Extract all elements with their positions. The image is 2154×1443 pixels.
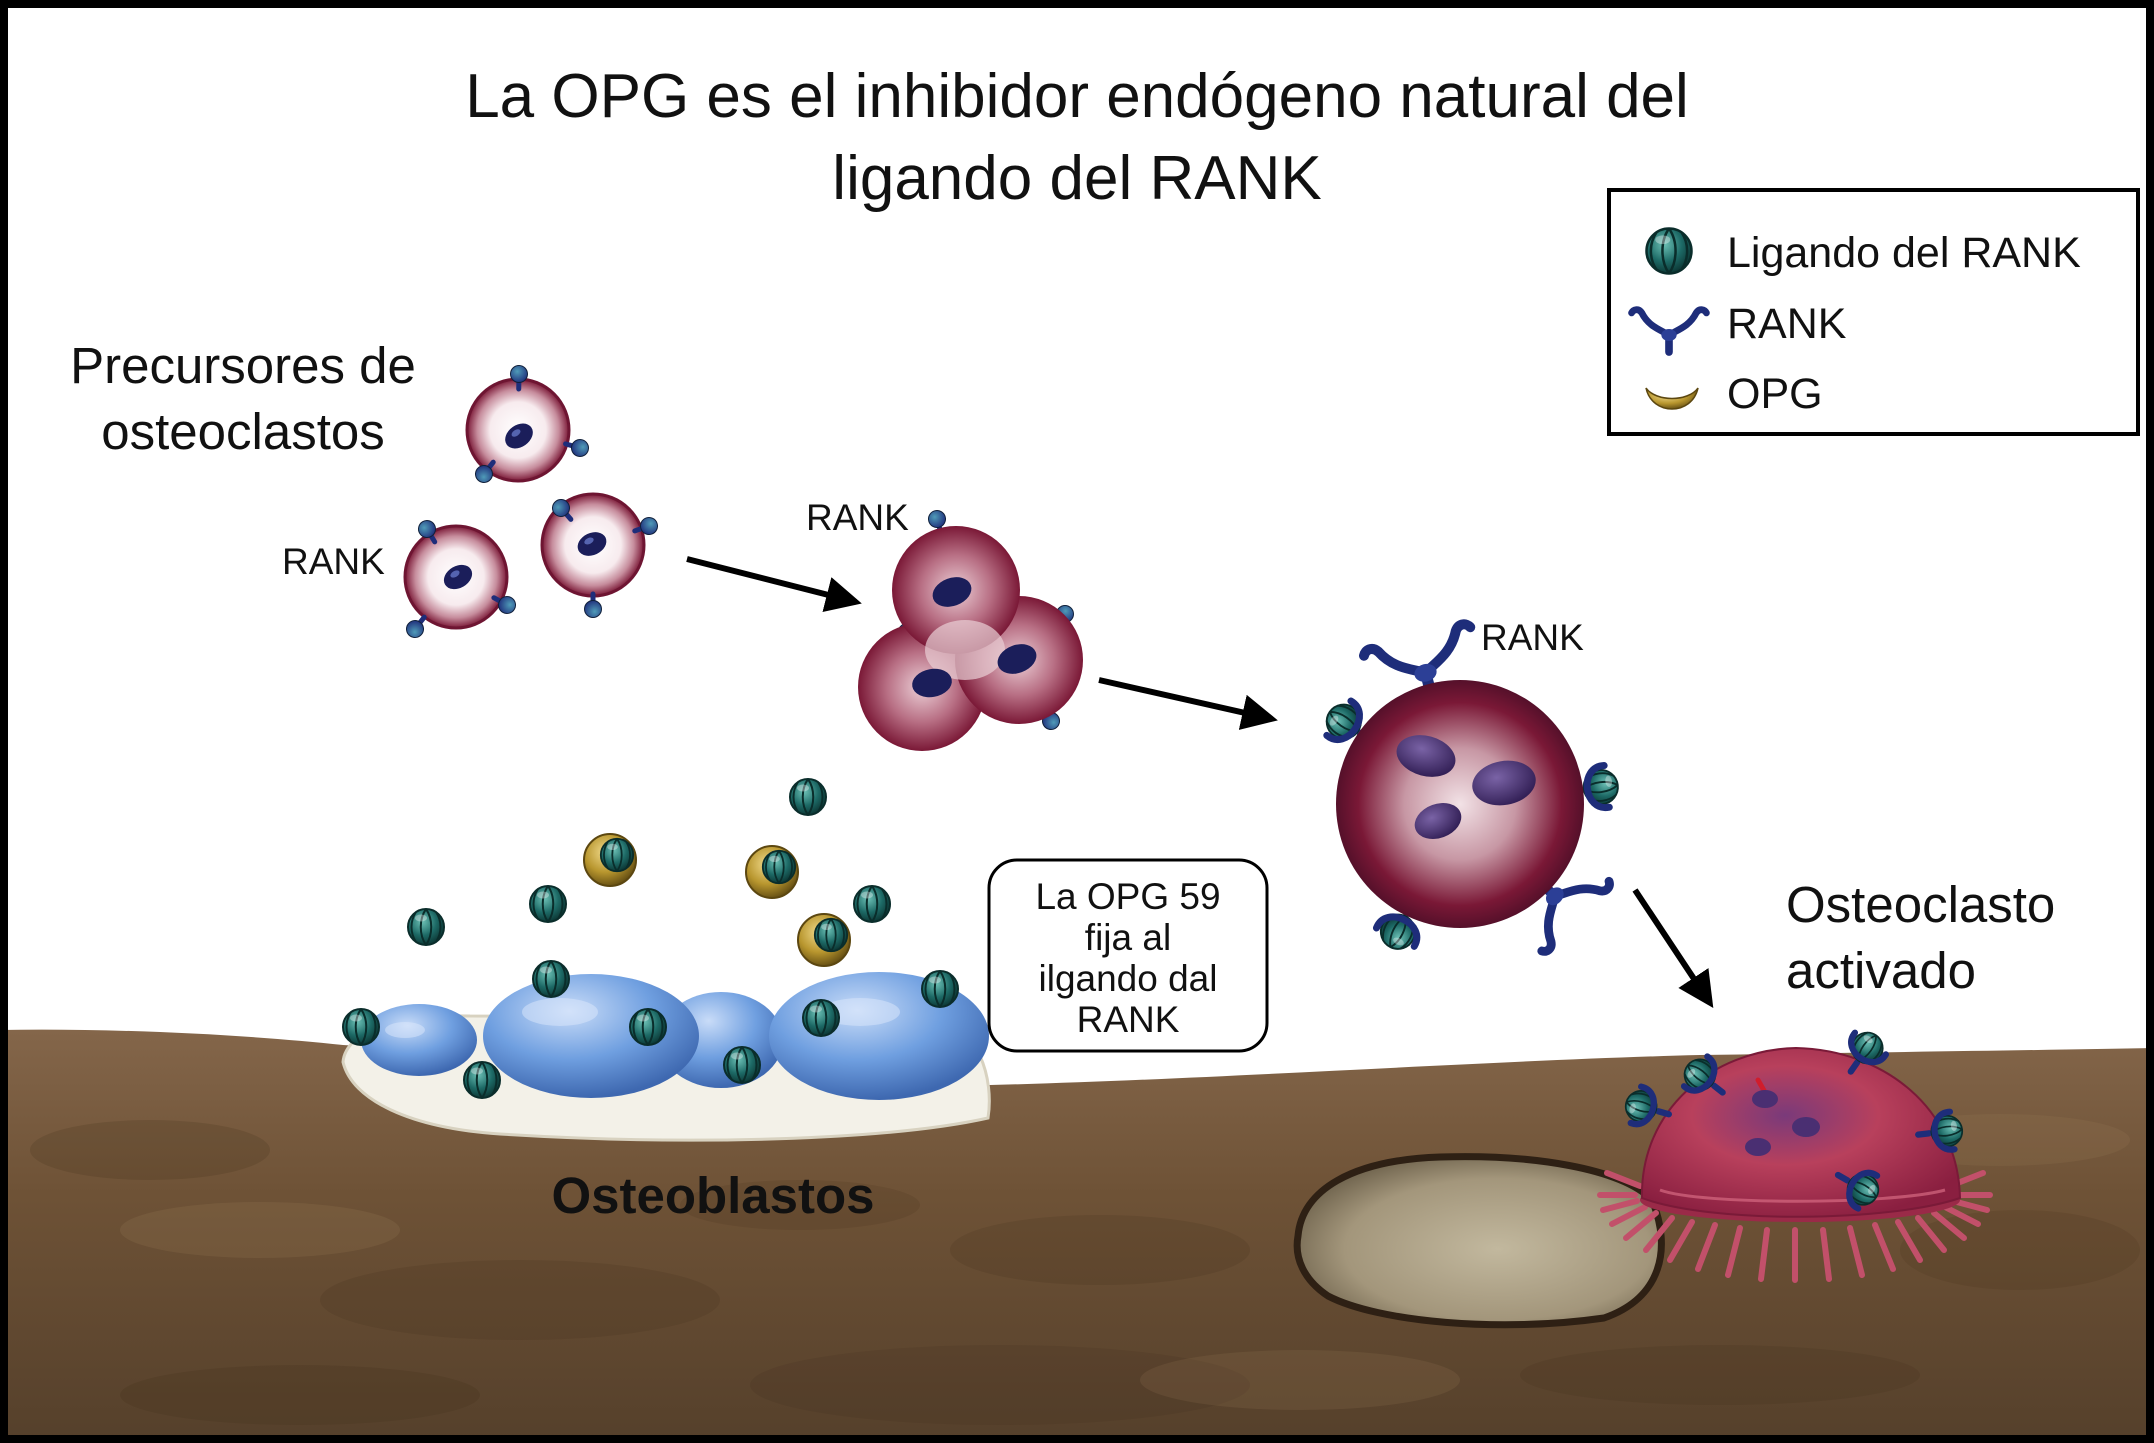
opg-icon — [1645, 387, 1699, 410]
precursors-label-line-2: osteoclastos — [101, 403, 385, 460]
activated-osteoclast-label-line-1: Osteoclasto — [1786, 876, 2055, 933]
precursor-cell — [465, 365, 591, 486]
ligand — [629, 1008, 667, 1046]
ligand — [463, 1061, 501, 1099]
callout-box — [987, 858, 1269, 1053]
osteoclast-fringe — [1597, 1170, 1993, 1283]
callout: La OPG 59 fija al ilgando dal RANK — [987, 858, 1269, 1053]
nucleus — [505, 423, 533, 449]
legend: Ligando del RANK RANK OPG — [1607, 188, 2140, 436]
nucleus — [1396, 735, 1456, 777]
ligand — [723, 1046, 761, 1084]
activated-osteoclast — [1597, 1025, 1993, 1283]
precursor-cell — [540, 492, 660, 618]
nucleus — [443, 564, 473, 590]
opg-complex — [584, 834, 636, 886]
nucleus — [1472, 760, 1536, 806]
ligand — [802, 999, 840, 1037]
fusing-cell-cluster — [858, 508, 1083, 751]
title-line-1: La OPG es el inhibidor endógeno natural … — [465, 62, 1689, 131]
opg-complex — [798, 914, 850, 966]
nucleus — [1792, 1117, 1820, 1137]
legend-label-rank: RANK — [1727, 300, 1847, 348]
nucleus — [1414, 803, 1462, 839]
title-line-2: ligando del RANK — [832, 144, 1321, 213]
legend-label-opg: OPG — [1727, 370, 1823, 418]
activated-osteoclast-label-line-2: activado — [1786, 942, 1976, 999]
ligand — [407, 908, 445, 946]
arrow-fusion-to-mature — [1098, 677, 1278, 730]
ligand — [789, 778, 827, 816]
ligand — [853, 885, 891, 923]
ligand — [532, 960, 570, 998]
fusing-cell-rank-label: RANK — [806, 497, 909, 538]
mature-osteoclast — [1318, 623, 1621, 957]
precursor-cell — [403, 517, 518, 641]
precursors-rank-label: RANK — [282, 541, 385, 582]
nucleus — [1745, 1138, 1771, 1156]
callout-line-3: ilgando dal — [1039, 958, 1218, 999]
mature-cell-rank-label: RANK — [1481, 617, 1584, 658]
legend-label-ligand: Ligando del RANK — [1727, 229, 2081, 277]
arrow-precursors-to-fusion — [686, 556, 862, 613]
ligand — [342, 1008, 380, 1046]
osteoblast-cell — [483, 974, 699, 1098]
nucleus — [912, 668, 952, 698]
resorption-pit — [1293, 1153, 1665, 1329]
osteoblast-cell — [361, 1004, 477, 1076]
ligand — [529, 885, 567, 923]
arrow-mature-to-activated — [1632, 888, 1714, 1008]
ligand-icon — [1645, 227, 1693, 275]
ligand — [921, 970, 959, 1008]
nucleus — [577, 532, 607, 556]
osteoblasts-label: Osteoblastos — [551, 1167, 874, 1224]
callout-line-4: RANK — [1077, 999, 1180, 1040]
nucleus — [997, 644, 1037, 674]
nucleus — [932, 577, 972, 607]
nucleus — [1752, 1090, 1778, 1108]
callout-line-1: La OPG 59 — [1035, 876, 1220, 917]
precursors-label-line-1: Precursores de — [70, 337, 416, 394]
opg-complex — [746, 846, 798, 898]
precursor-cells — [403, 365, 660, 641]
callout-line-2: fija al — [1085, 917, 1171, 958]
